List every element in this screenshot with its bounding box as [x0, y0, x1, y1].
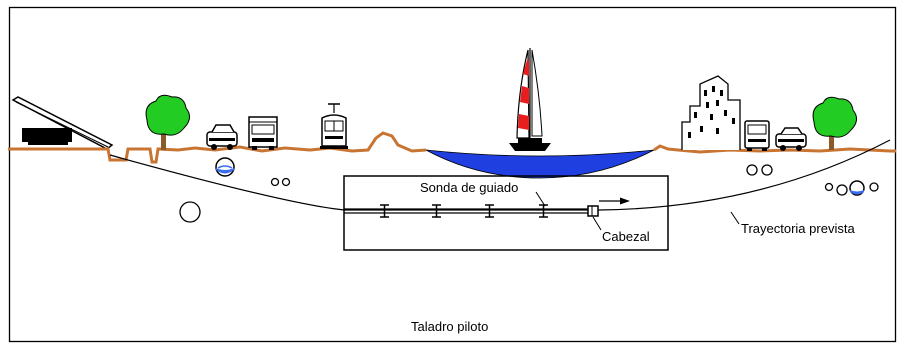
- tree-left: [145, 94, 190, 150]
- cabezal-label: Cabezal: [602, 229, 650, 244]
- car-right: [775, 127, 807, 151]
- diagram-caption: Taladro piloto: [411, 319, 488, 334]
- drill-string: [344, 204, 592, 218]
- pipes-right-group: [824, 180, 879, 196]
- tree-right: [812, 96, 857, 150]
- drill-joint: [485, 204, 494, 218]
- truck-left: [248, 116, 278, 150]
- pipes-medium-right: [746, 164, 773, 176]
- planned-trajectory-curve: [109, 139, 891, 211]
- car-left: [206, 124, 238, 150]
- bus-right: [744, 120, 770, 151]
- drill-head: [587, 205, 599, 217]
- water-body: [425, 149, 655, 179]
- pipes-small-left: [270, 177, 291, 187]
- sonda-leader: [535, 191, 546, 207]
- direction-arrow: [599, 197, 630, 205]
- sonda-label: Sonda de guiado: [420, 180, 518, 195]
- buildings-right: [681, 75, 741, 150]
- sailboat: [509, 48, 551, 151]
- cabezal-leader: [592, 216, 602, 231]
- pipe-water-left: [215, 157, 235, 177]
- pipe-large-left: [179, 201, 201, 223]
- drill-joint: [539, 204, 548, 218]
- trayectoria-label: Trayectoria prevista: [741, 221, 855, 236]
- drill-joint: [380, 204, 389, 218]
- tram-left: [320, 103, 348, 149]
- trayectoria-leader: [730, 211, 740, 225]
- ground-surface-left: [8, 131, 427, 164]
- diagram-frame: [8, 6, 897, 343]
- drill-joint: [432, 204, 441, 218]
- ramp-structure: [11, 96, 114, 150]
